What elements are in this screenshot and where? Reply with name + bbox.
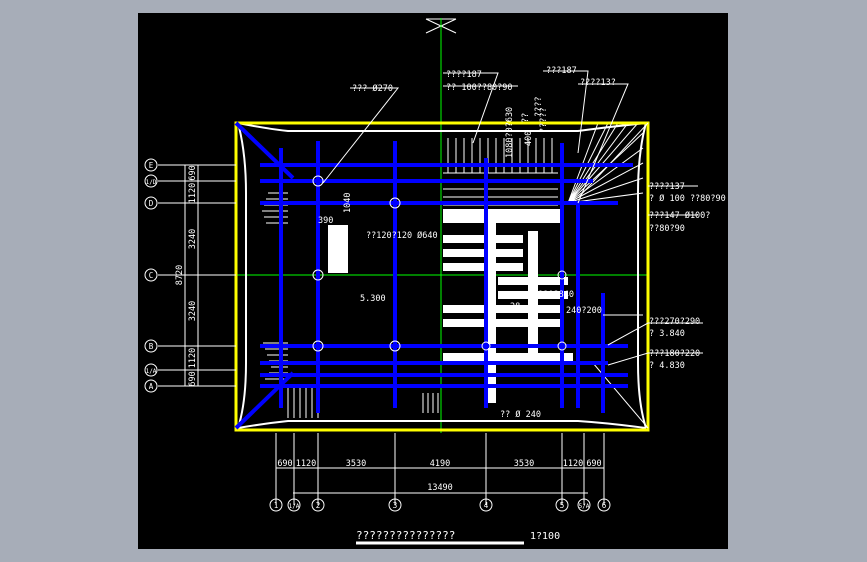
label-beam-9: ???270?290 — [649, 317, 700, 327]
grid-l-c: C — [149, 271, 154, 280]
eave-outline — [237, 122, 647, 429]
label-dim-1110: 1110?840 — [533, 290, 574, 300]
grid-b-1: 1 — [274, 501, 279, 510]
label-beam-8: ??80?90 — [649, 224, 685, 234]
dim-l-4: 1120 — [188, 348, 198, 368]
dim-b-3: 4190 — [430, 459, 450, 469]
label-column-2: ??120?120 Ø640 — [366, 230, 438, 241]
label-angle: 30???? — [443, 306, 474, 316]
grid-l-d: D — [149, 199, 154, 208]
label-vert-5: ???? — [534, 97, 544, 117]
label-beam-2: ?? 100??80?90 — [446, 83, 513, 93]
label-dim-28: 28 — [510, 302, 520, 312]
dim-l-3: 3240 — [188, 301, 198, 321]
label-beam-7: ???147 Ø100? — [649, 210, 710, 221]
dim-l-total: 8720 — [175, 265, 185, 285]
dim-b-0: 690 — [277, 459, 292, 469]
dim-l-1: 1120 — [188, 183, 198, 203]
grid-bubbles-left: E 1/D D C B 1/A A — [144, 158, 158, 393]
label-elevation-2: ? 3.840 — [649, 329, 685, 339]
grid-b-5: 5 — [560, 501, 565, 510]
annotations: ??? Ø270 ????187 ?? 100??80?90 ???187 ??… — [318, 66, 726, 420]
label-vert-3: 1080?0?630 — [505, 107, 515, 158]
label-beam-6: ? Ø 100 ??80?90 — [649, 193, 726, 204]
label-beam-1: ????187 — [446, 70, 482, 80]
dim-l-0: 690 — [188, 165, 198, 180]
grid-b-5a: 5/A — [579, 503, 590, 510]
label-column-1: ??? Ø270 — [352, 83, 393, 94]
label-elevation-1: 5.300 — [360, 294, 386, 304]
hip-rafters — [234, 121, 295, 430]
drawing-title: ??????????????? — [356, 529, 455, 542]
grid-b-4: 4 — [484, 501, 489, 510]
bottom-dimensions: 690 1120 3530 4190 3530 1120 690 13490 — [277, 459, 601, 493]
grid-b-1a: 1/A — [289, 503, 300, 510]
dim-b-total: 13490 — [427, 483, 453, 493]
label-beam-5: ????137 — [649, 182, 685, 192]
grid-b-2: 2 — [316, 501, 321, 510]
label-column-3: ?? Ø 240 — [500, 409, 541, 420]
rafter-hatching — [262, 122, 644, 418]
grid-b-6: 6 — [602, 501, 607, 510]
dim-b-5: 1120 — [563, 459, 583, 469]
dim-l-2: 3240 — [188, 229, 198, 249]
roof-outline — [234, 121, 650, 432]
dim-b-4: 3530 — [514, 459, 534, 469]
grid-l-a: A — [149, 382, 154, 391]
leader-lines — [322, 70, 703, 366]
joist-blocks — [328, 209, 573, 403]
columns — [312, 175, 567, 352]
grid-bubbles-bottom: 1 1/A 2 3 4 5 5/A 6 — [269, 498, 611, 512]
cad-drawing: ??? Ø270 ????187 ?? 100??80?90 ???187 ??… — [144, 18, 726, 545]
label-elevation-3: ? 4.830 — [649, 361, 685, 371]
grid-b-3: 3 — [393, 501, 398, 510]
dim-lines-bottom — [275, 433, 605, 505]
label-vert-4: ?? — [521, 113, 531, 123]
grid-l-1a: 1/A — [146, 368, 157, 375]
drawing-viewport[interactable]: ??? Ø270 ????187 ?? 100??80?90 ???187 ??… — [138, 13, 728, 549]
dim-b-2: 3530 — [346, 459, 366, 469]
dim-b-6: 690 — [586, 459, 601, 469]
dim-lines-left — [158, 164, 236, 387]
drawing-scale: 1?100 — [530, 531, 560, 542]
label-beam-4: ????13? — [580, 78, 616, 88]
label-beam-3: ???187 — [546, 66, 577, 76]
grid-l-e: E — [149, 161, 154, 170]
left-dimensions: 690 1120 3240 3240 1120 690 8720 — [175, 165, 198, 386]
label-beam-10: ???180?220 — [649, 349, 700, 359]
label-dim-240: 240?200 — [566, 306, 602, 316]
label-dim-1040: 1040 — [343, 193, 353, 213]
grid-l-b: B — [149, 342, 154, 351]
dim-b-1: 1120 — [296, 459, 316, 469]
grid-l-1d: 1/D — [146, 179, 157, 186]
label-vert-2: 400 — [524, 131, 534, 146]
label-dim-390: 390 — [318, 216, 333, 226]
beams — [260, 141, 633, 413]
label-vert-1: ????? — [539, 107, 549, 133]
dim-l-5: 690 — [188, 371, 198, 386]
